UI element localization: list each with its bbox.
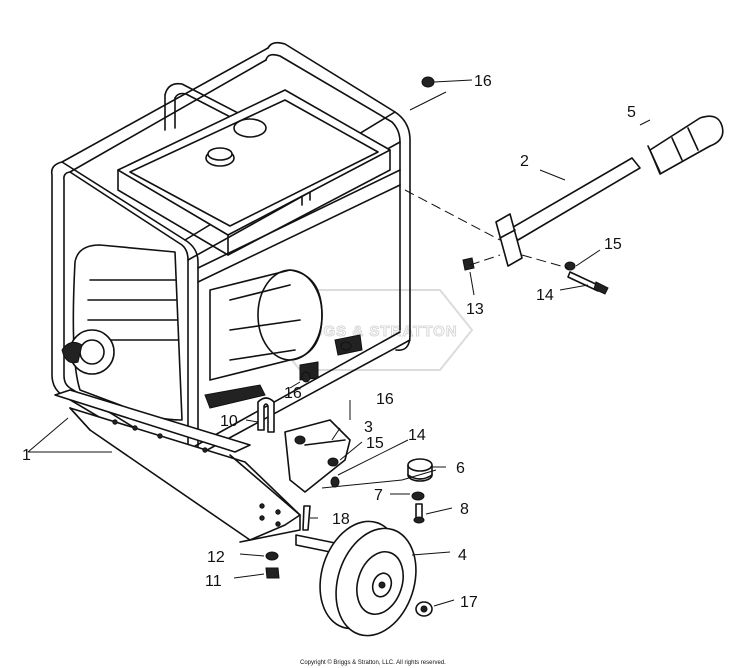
callout-16-top: 16 bbox=[474, 73, 492, 90]
callout-6: 6 bbox=[456, 460, 465, 477]
wheel bbox=[319, 520, 417, 637]
callout-16-bracket: 16 bbox=[376, 391, 394, 408]
callout-3: 3 bbox=[364, 419, 373, 436]
callout-1: 1 bbox=[22, 447, 31, 464]
callout-4: 4 bbox=[458, 547, 467, 564]
callout-12: 12 bbox=[207, 549, 225, 566]
callout-14-bracket: 14 bbox=[408, 427, 426, 444]
callout-16-frame: 16 bbox=[284, 385, 302, 402]
callout-15-handle: 15 bbox=[604, 236, 622, 253]
handle-assembly bbox=[404, 115, 724, 295]
copyright-notice: Copyright © Briggs & Stratton, LLC. All … bbox=[300, 659, 446, 666]
callout-2: 2 bbox=[520, 153, 529, 170]
callout-14-handle: 14 bbox=[536, 287, 554, 304]
callout-17: 17 bbox=[460, 594, 478, 611]
watermark-text: BRIGGS & STRATTON bbox=[282, 323, 458, 340]
callout-labels: 1 2 3 4 5 6 7 8 10 11 12 13 14 14 15 15 … bbox=[22, 73, 636, 611]
callout-8: 8 bbox=[460, 501, 469, 518]
callout-11: 11 bbox=[205, 573, 222, 590]
callout-13: 13 bbox=[466, 301, 484, 318]
callout-10: 10 bbox=[220, 413, 238, 430]
callout-18: 18 bbox=[332, 511, 350, 528]
generator-engine bbox=[61, 89, 391, 421]
callout-7: 7 bbox=[374, 487, 383, 504]
callout-15-bracket: 15 bbox=[366, 435, 384, 452]
leader-lines bbox=[27, 79, 651, 607]
callout-5: 5 bbox=[627, 104, 636, 121]
